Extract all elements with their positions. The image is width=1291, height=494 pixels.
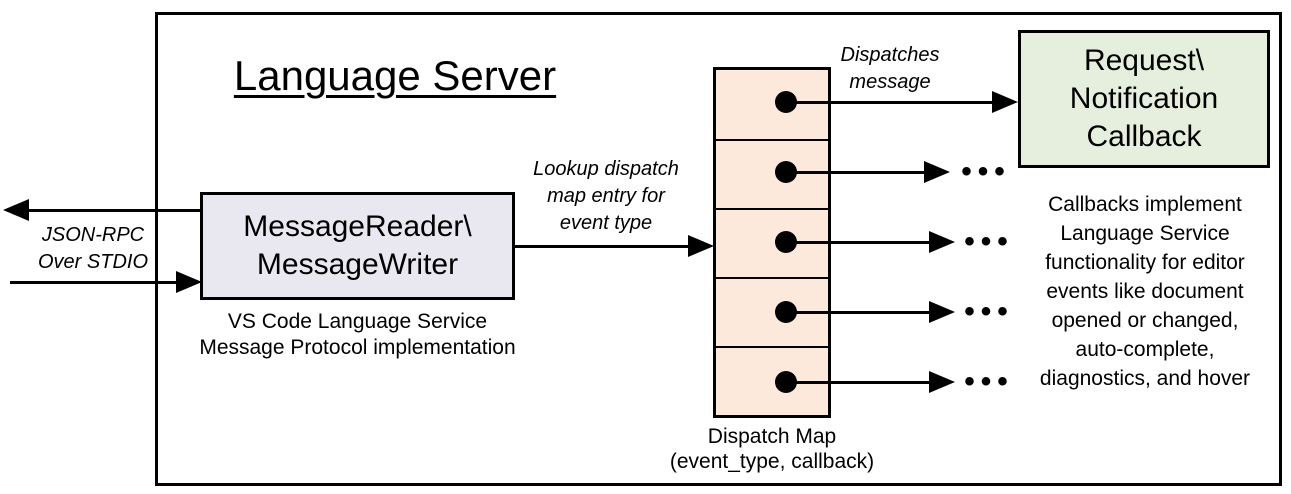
stdio-out-arrowhead-icon	[3, 199, 29, 221]
callback-box-line1: Request\	[1083, 44, 1205, 77]
ellipsis-icon: •••	[964, 365, 1014, 398]
dispatch-map-caption-line1: Dispatch Map	[707, 425, 837, 448]
message-box-line1: MessageReader\	[243, 210, 472, 243]
lookup-label-line2: map entry for	[547, 185, 665, 207]
ellipsis-icon: •••	[964, 225, 1014, 258]
dispatch-arrowhead-icon-1	[992, 91, 1018, 113]
dispatch-arrowhead-icon-4	[929, 301, 955, 323]
lookup-arrowhead-icon	[688, 235, 714, 257]
dispatch-map-caption-line2: (event_type, callback)	[669, 450, 875, 473]
dispatch-arrowhead-icon-3	[929, 231, 955, 253]
dispatches-label-line2: message	[849, 71, 931, 93]
diagram-title: Language Server	[233, 52, 557, 99]
callback-box-line2: Notification	[1069, 82, 1219, 115]
message-reader-writer-box: MessageReader\ MessageWriter	[200, 192, 515, 300]
dispatch-arrow-line-4	[786, 311, 931, 314]
ellipsis-icon: •••	[961, 155, 1011, 188]
stdio-label-line1: JSON-RPC	[41, 224, 145, 246]
message-box-caption-line2: Message Protocol implementation	[199, 336, 516, 359]
message-box-caption-line1: VS Code Language Service	[227, 310, 488, 333]
callback-note-line5: opened or changed,	[1051, 309, 1239, 332]
dispatch-arrow-line-5	[786, 381, 931, 384]
callback-note-line7: diagnostics, and hover	[1039, 367, 1251, 390]
stdio-label: JSON-RPC Over STDIO	[18, 222, 168, 276]
dispatch-map-cell	[716, 208, 828, 277]
dispatch-arrow-line-1	[786, 101, 994, 104]
message-box-line2: MessageWriter	[256, 248, 459, 281]
callback-note-line1: Callbacks implement	[1048, 193, 1242, 216]
callback-note-line4: events like document	[1046, 280, 1244, 303]
dispatch-arrowhead-icon-2	[924, 161, 950, 183]
lookup-arrow-line	[514, 245, 690, 248]
stdio-in-arrowhead-icon	[176, 271, 202, 293]
request-notification-callback-box: Request\ Notification Callback	[1018, 30, 1270, 168]
stdio-in-arrow-line	[10, 281, 176, 284]
lookup-label-line3: event type	[559, 212, 653, 234]
callback-note-line6: auto-complete,	[1075, 338, 1215, 361]
lookup-label-line1: Lookup dispatch	[533, 158, 679, 180]
dispatch-map-cell	[716, 277, 828, 346]
callback-box-line3: Callback	[1086, 120, 1202, 153]
dispatch-arrow-line-2	[786, 171, 926, 174]
dispatch-map-cell	[716, 70, 828, 139]
dispatch-map-caption: Dispatch Map (event_type, callback)	[637, 424, 907, 474]
dispatches-message-label: Dispatches message	[815, 42, 965, 96]
dispatch-map-cell	[716, 139, 828, 208]
dispatches-label-line1: Dispatches	[840, 44, 940, 66]
language-server-boundary-box	[155, 12, 1282, 486]
callback-note-line2: Language Service	[1060, 222, 1230, 245]
ellipsis-icon: •••	[964, 295, 1014, 328]
stdio-out-arrow-line	[20, 209, 200, 212]
lookup-label: Lookup dispatch map entry for event type	[515, 156, 697, 237]
dispatch-map-cell	[716, 346, 828, 415]
callback-note: Callbacks implement Language Service fun…	[1000, 190, 1290, 393]
message-box-caption: VS Code Language Service Message Protoco…	[175, 309, 540, 361]
dispatch-arrow-line-3	[786, 241, 931, 244]
stdio-label-line2: Over STDIO	[37, 251, 148, 273]
dispatch-arrowhead-icon-5	[929, 371, 955, 393]
callback-note-line3: functionality for editor	[1045, 251, 1245, 274]
